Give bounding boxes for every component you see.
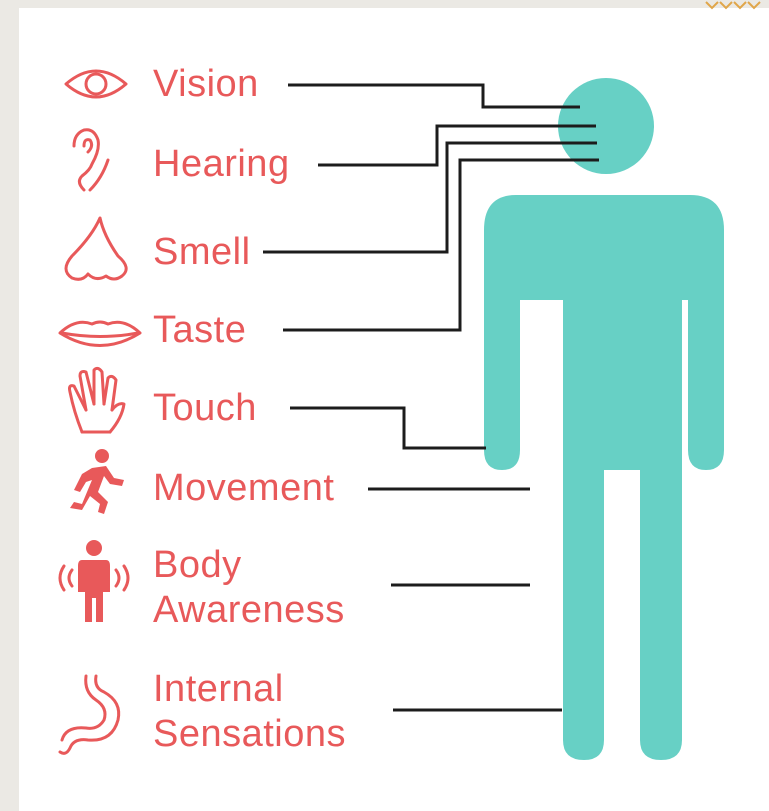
label-smell: Smell	[153, 230, 251, 274]
label-movement: Movement	[153, 466, 334, 510]
human-figure	[484, 78, 724, 760]
label-awareness: Awareness	[153, 588, 345, 632]
eye-icon	[66, 71, 126, 97]
nose-icon	[66, 218, 126, 279]
vibrating-body-icon	[78, 540, 110, 622]
label-taste: Taste	[153, 308, 246, 352]
stomach-icon	[60, 676, 119, 753]
label-body: Body	[153, 543, 242, 587]
figure-body	[484, 195, 724, 760]
running-person-icon	[70, 449, 124, 514]
ear-icon	[74, 130, 108, 190]
label-touch: Touch	[153, 386, 257, 430]
label-hearing: Hearing	[153, 142, 290, 186]
label-internal: Internal	[153, 667, 284, 711]
hand-icon	[70, 368, 125, 432]
label-vision: Vision	[153, 62, 259, 106]
connector-vision	[288, 85, 580, 107]
connector-touch	[290, 408, 486, 448]
label-sensations: Sensations	[153, 712, 346, 756]
lips-icon	[60, 322, 140, 346]
